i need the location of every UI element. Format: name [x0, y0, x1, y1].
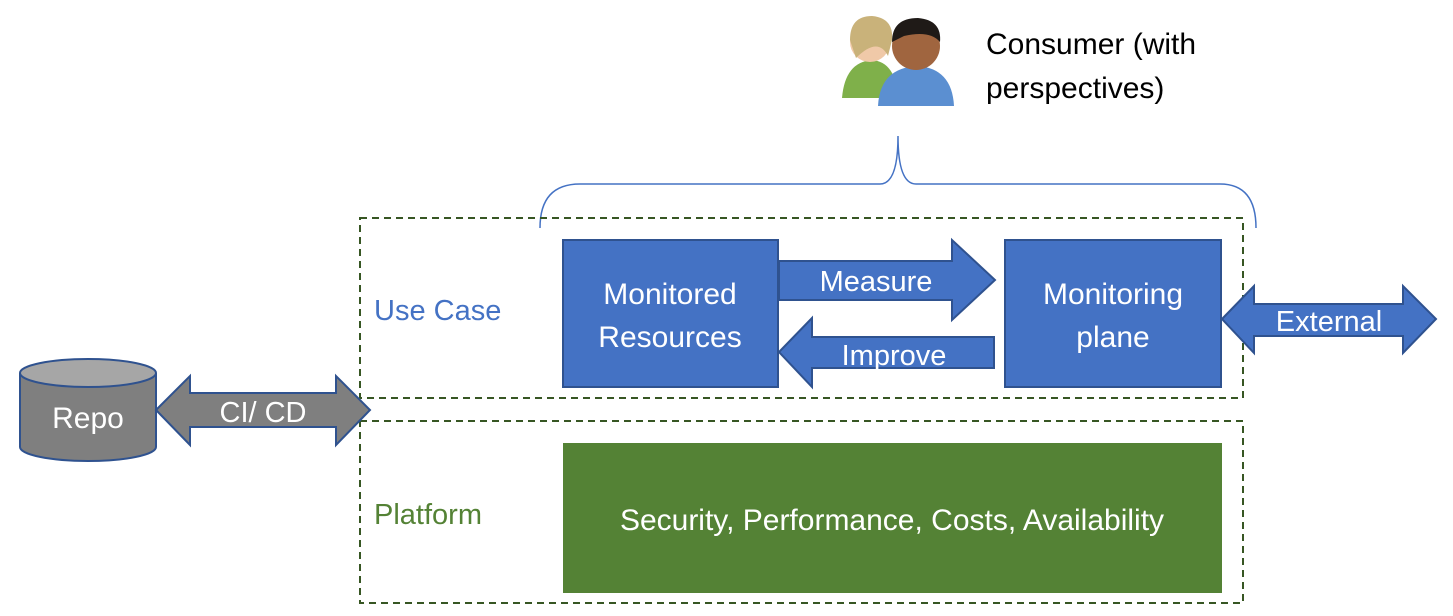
cicd-label: CI/ CD	[220, 397, 307, 429]
repo-label: Repo	[52, 402, 124, 435]
users-icon	[842, 16, 954, 106]
consumer-brace	[539, 135, 1257, 229]
monitoring-label-line1: Monitoring	[1043, 278, 1183, 311]
platform-concerns-box	[563, 443, 1222, 593]
monitoring-label-line2: plane	[1076, 321, 1149, 354]
platform-region	[359, 420, 1244, 604]
external-label: External	[1276, 306, 1382, 338]
platform-label: Platform	[374, 499, 482, 531]
monitored-resources-box	[562, 239, 779, 388]
measure-arrow	[778, 237, 997, 323]
consumer-label-line2: perspectives)	[986, 72, 1164, 105]
monitoring-plane-box	[1004, 239, 1222, 388]
repo-database-icon	[19, 358, 157, 462]
external-arrow	[1220, 283, 1438, 356]
improve-label: Improve	[842, 340, 947, 372]
measure-label: Measure	[820, 266, 933, 298]
monitored-label-line1: Monitored	[603, 278, 736, 311]
use-case-label: Use Case	[374, 295, 501, 327]
monitored-label-line2: Resources	[598, 321, 741, 354]
consumer-label-line1: Consumer (with	[986, 28, 1196, 61]
platform-concerns-label: Security, Performance, Costs, Availabili…	[620, 504, 1164, 537]
cicd-arrow	[154, 373, 372, 448]
improve-arrow	[777, 315, 995, 390]
